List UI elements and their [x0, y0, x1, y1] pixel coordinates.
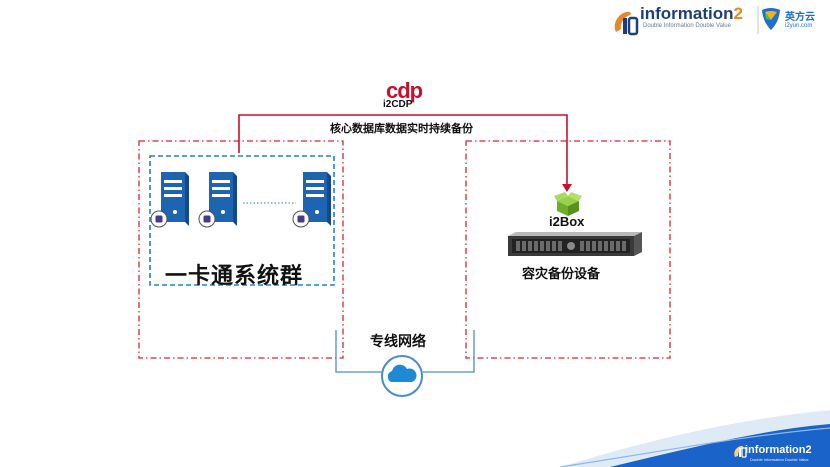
- target-device-label: 容灾备份设备: [522, 267, 601, 282]
- replication-arrow-head: [562, 184, 572, 192]
- server-icon: [198, 172, 237, 228]
- information2-logo-icon: [614, 11, 639, 36]
- header-brand-suffix: 2: [733, 4, 743, 23]
- server-icon: [150, 172, 189, 228]
- server-icon: [292, 172, 331, 228]
- source-group-label: 一卡通系统群: [165, 264, 304, 289]
- cloud-network-icon: [381, 355, 423, 397]
- rack-server-icon: [508, 232, 642, 256]
- footer-brand-tagline: Double Information Double Value: [750, 457, 809, 462]
- i2box-label: i2Box: [549, 214, 585, 229]
- target-site-boundary: [465, 140, 671, 359]
- partner-domain: i2yun.com: [785, 23, 813, 29]
- footer-brand-suffix: 2: [805, 444, 812, 456]
- footer-brand-name: information2: [745, 444, 812, 456]
- network-line-left: [335, 330, 382, 373]
- footer-wave-decoration: [559, 410, 830, 467]
- cdp-logo: cdp: [386, 78, 423, 103]
- network-label: 专线网络: [370, 334, 426, 350]
- yingfang-cloud-logo-icon: [762, 8, 780, 30]
- partner-name: 英方云: [785, 12, 815, 23]
- cdp-label: i2CDP: [383, 99, 413, 110]
- source-site-boundary: [138, 140, 344, 359]
- replication-flow-label: 核心数据库数据实时持续备份: [330, 122, 473, 135]
- footer-brand-prefix: information: [745, 444, 806, 456]
- header-brand-tagline: Double Information Double Value: [643, 23, 731, 29]
- replication-flow-line: [238, 114, 568, 186]
- header-brand-prefix: information: [640, 4, 734, 23]
- header-brand-name: information2: [640, 4, 743, 24]
- footer-logo-icon: [734, 446, 747, 458]
- network-line-right: [423, 330, 475, 373]
- server-group-boundary: [149, 155, 335, 286]
- i2box-icon: [554, 192, 582, 216]
